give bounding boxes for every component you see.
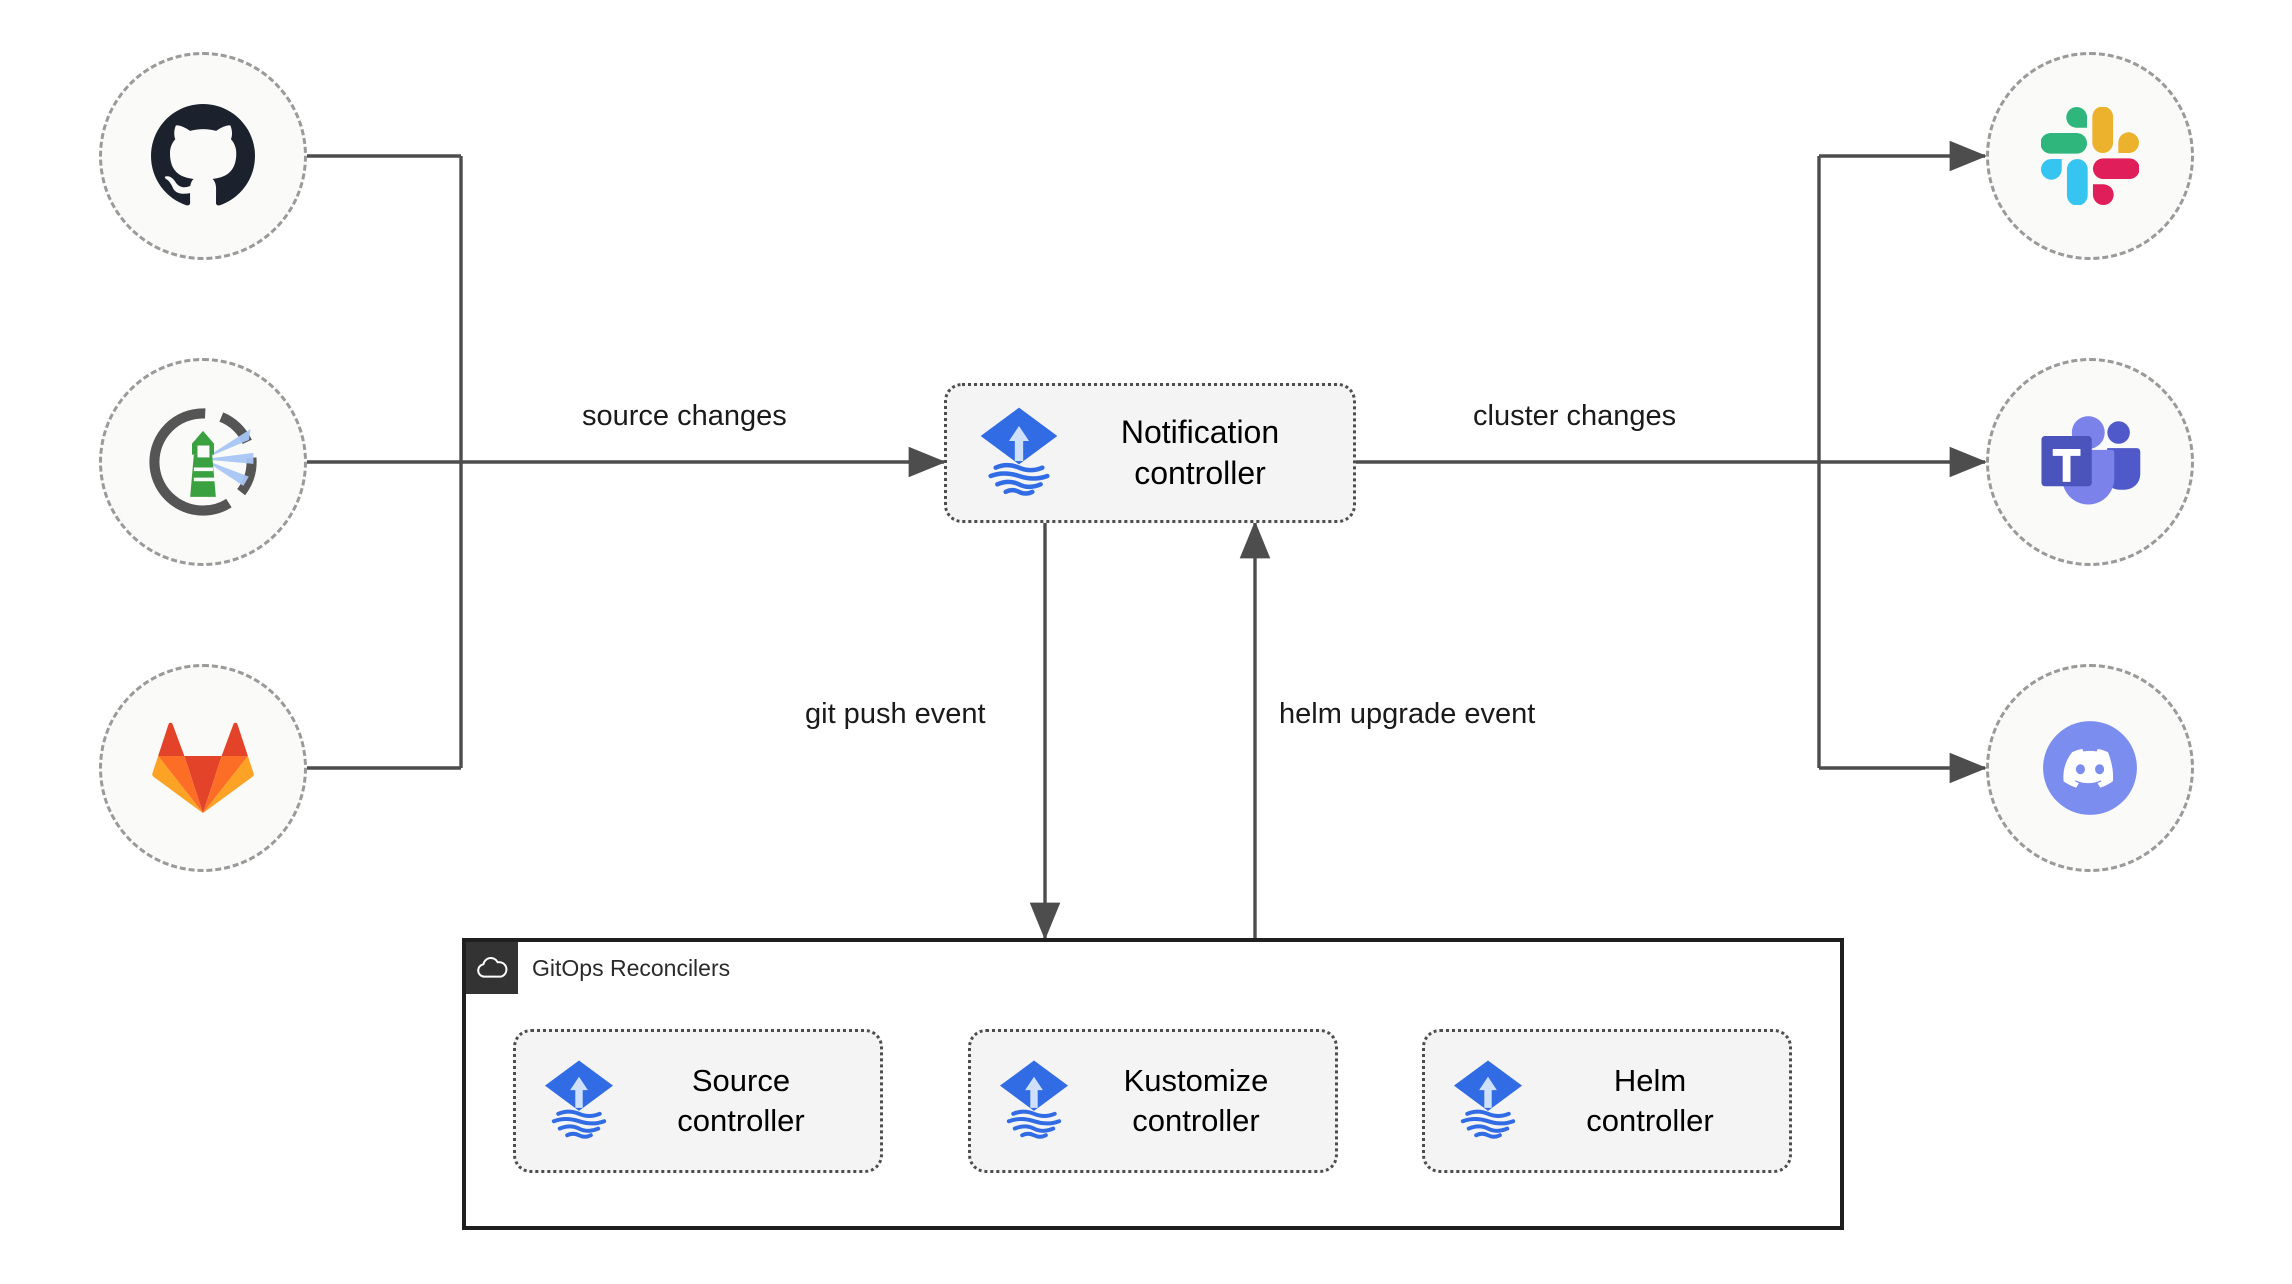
notification-controller-node[interactable]: Notification controller — [944, 383, 1356, 523]
flux-icon — [977, 406, 1061, 501]
reconciler-node-helm[interactable]: Helm controller — [1422, 1029, 1792, 1173]
source-node-lighthouse[interactable] — [99, 358, 307, 566]
provider-node-slack[interactable] — [1986, 52, 2194, 260]
reconciler-node-source[interactable]: Source controller — [513, 1029, 883, 1173]
slack-icon — [2041, 107, 2139, 205]
reconciler-node-kustomize[interactable]: Kustomize controller — [968, 1029, 1338, 1173]
provider-node-teams[interactable] — [1986, 358, 2194, 566]
container-header: GitOps Reconcilers — [466, 942, 730, 994]
gitlab-icon — [151, 716, 255, 820]
edge-label-git-push-event: git push event — [805, 698, 986, 730]
flux-icon — [542, 1059, 616, 1144]
container-title: GitOps Reconcilers — [532, 954, 731, 981]
flux-icon — [1451, 1059, 1525, 1144]
source-node-gitlab[interactable] — [99, 664, 307, 872]
lighthouse-icon — [148, 407, 258, 517]
provider-node-discord[interactable] — [1986, 664, 2194, 872]
reconciler-label-helm: Helm controller — [1586, 1063, 1714, 1138]
source-node-github[interactable] — [99, 52, 307, 260]
flux-icon — [997, 1059, 1071, 1144]
reconciler-label-kustomize: Kustomize controller — [1123, 1063, 1269, 1138]
discord-icon — [2039, 717, 2141, 819]
microsoft-teams-icon — [2038, 410, 2142, 514]
edge-label-helm-upgrade-event: helm upgrade event — [1279, 698, 1536, 730]
cloud-icon — [466, 942, 518, 994]
notification-controller-label: Notification controller — [1120, 414, 1280, 491]
reconciler-label-source: Source controller — [677, 1063, 805, 1138]
edge-label-source-changes: source changes — [582, 400, 787, 432]
github-icon — [151, 104, 255, 208]
edge-label-cluster-changes: cluster changes — [1473, 400, 1677, 432]
